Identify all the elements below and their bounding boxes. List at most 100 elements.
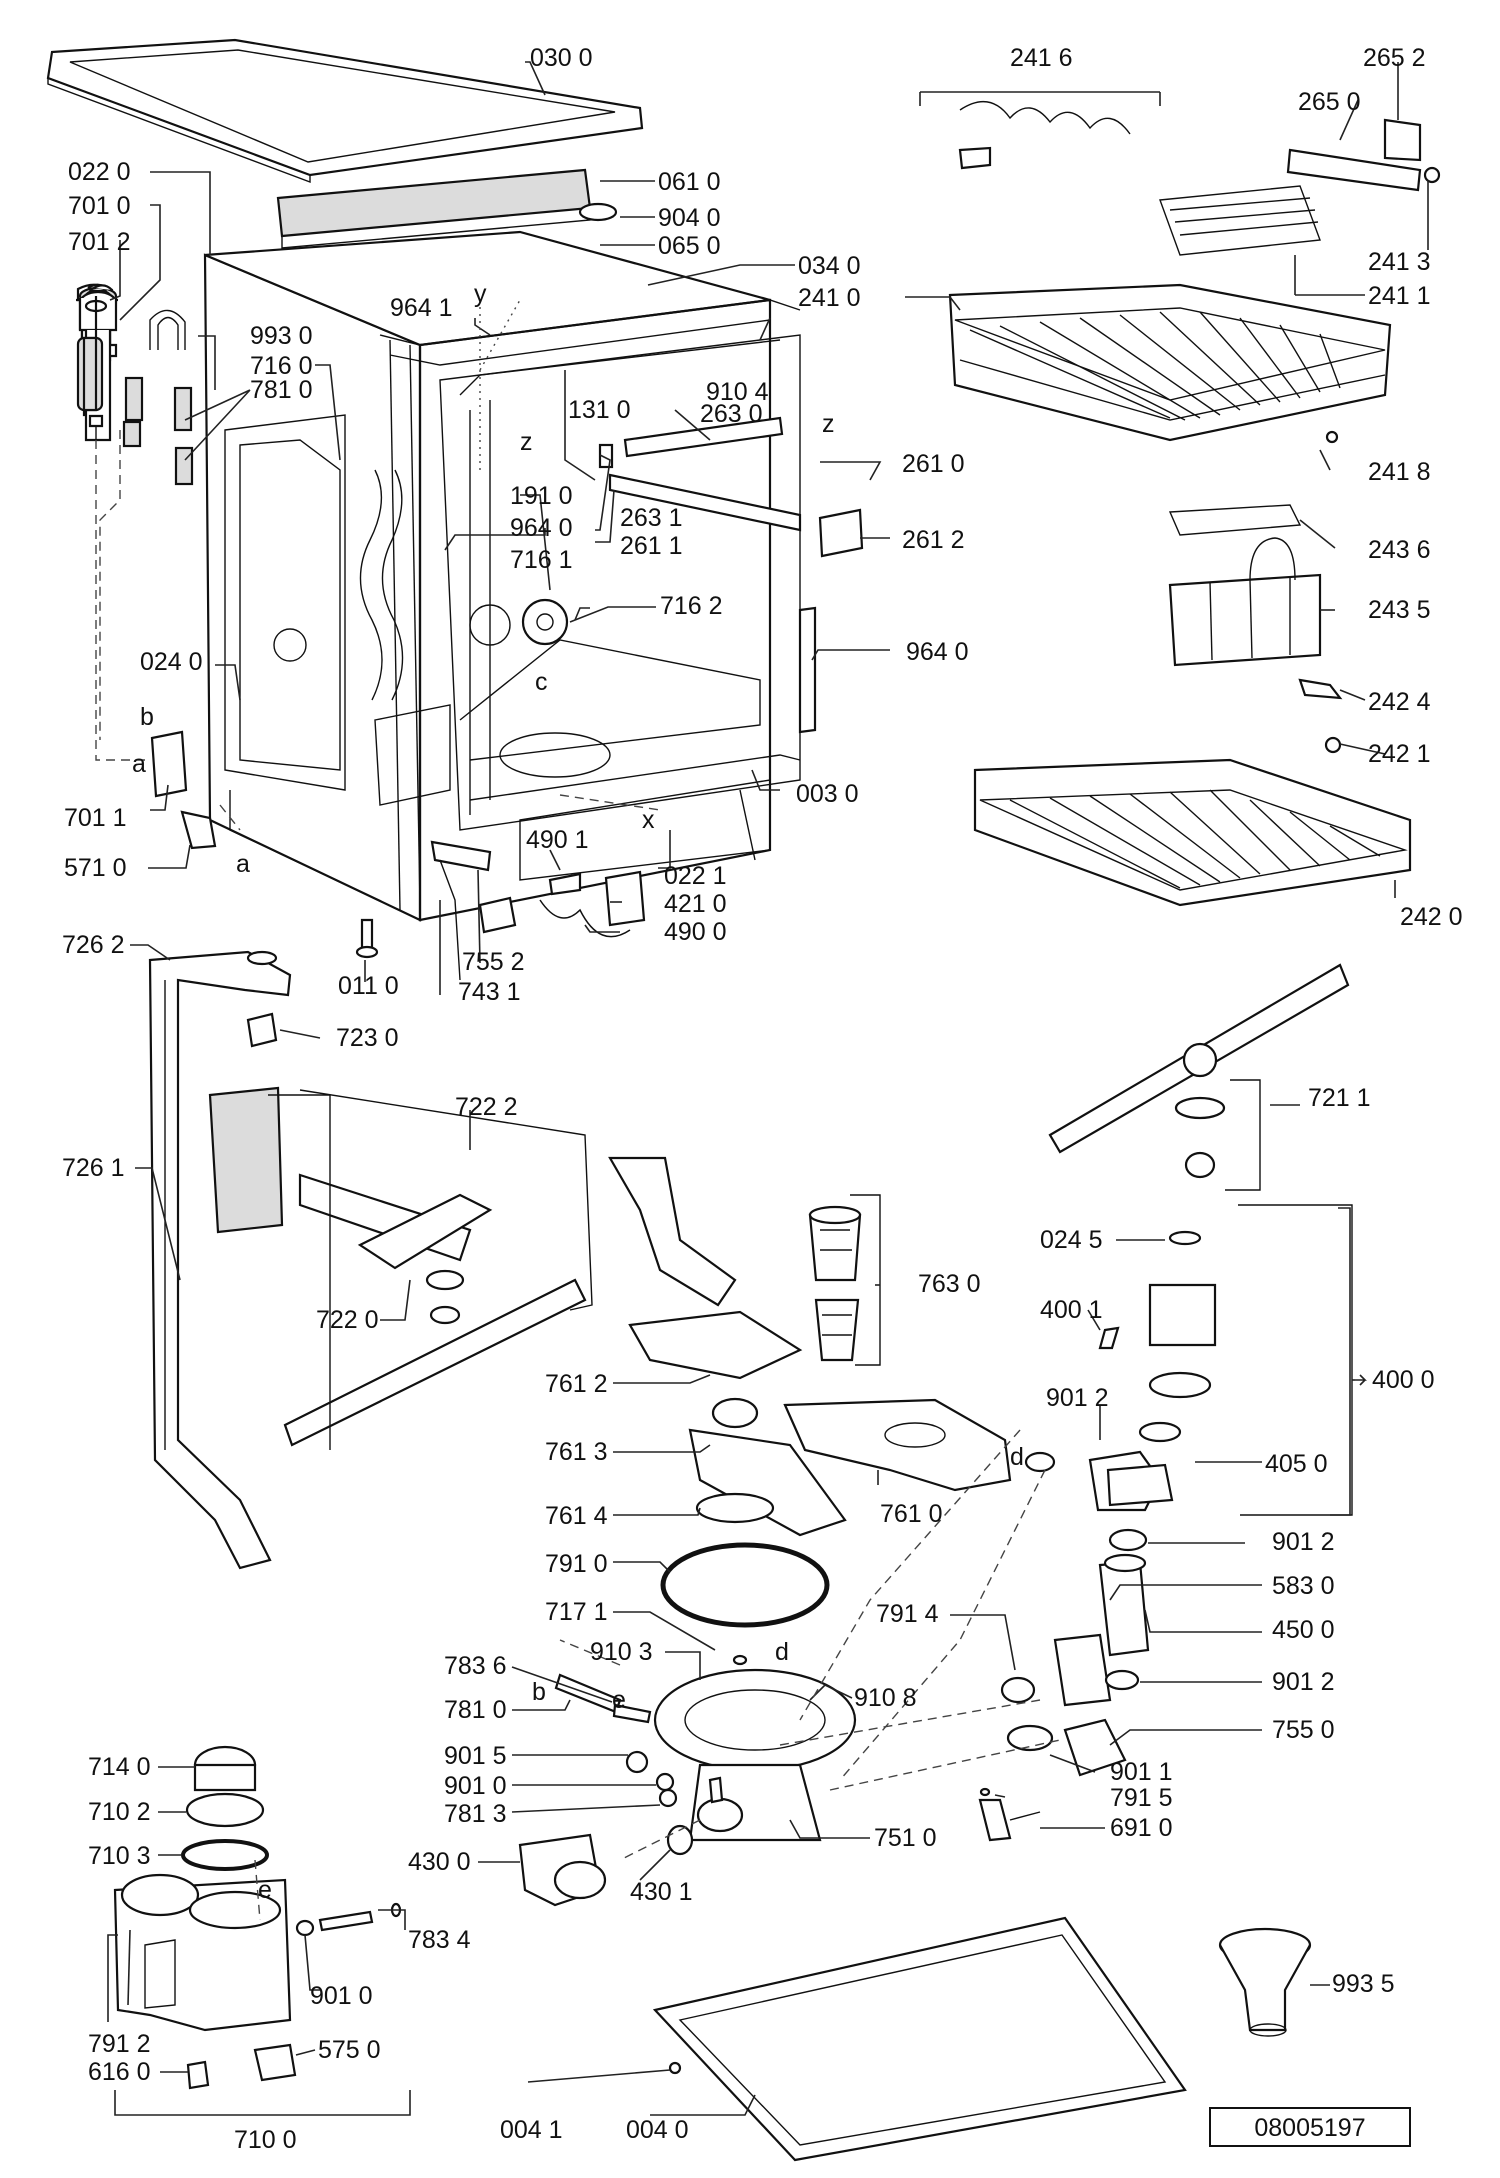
- label-722-2: 722 2: [455, 1093, 518, 1121]
- salt-funnel: [1218, 1927, 1312, 2037]
- label-964-0-b: 964 0: [906, 638, 969, 666]
- dashed-guides: [219, 299, 1061, 1921]
- label-783-4: 783 4: [408, 1926, 471, 1954]
- label-910-8: 910 8: [854, 1684, 917, 1712]
- label-263-1: 263 1: [620, 504, 683, 532]
- label-265-2: 265 2: [1363, 44, 1426, 72]
- marker-d-2: d: [775, 1638, 789, 1666]
- insulation-strip: [276, 168, 592, 249]
- callout-labels: 030 0 241 6 265 2 265 0 022 0 061 0 701 …: [62, 44, 1463, 2154]
- label-263-0: 263 0: [700, 400, 763, 428]
- label-901-0-a: 901 0: [444, 1772, 507, 1800]
- label-400-1: 400 1: [1040, 1296, 1103, 1324]
- label-701-0: 701 0: [68, 192, 131, 220]
- label-065-0: 065 0: [658, 232, 721, 260]
- plug-616: [186, 2060, 210, 2090]
- water-feed-center: [608, 1156, 737, 1307]
- mains-plug: [478, 896, 517, 934]
- label-791-5: 791 5: [1110, 1784, 1173, 1812]
- inlet-valve-lip: [93, 284, 113, 291]
- label-781-3: 781 3: [444, 1800, 507, 1828]
- switch-490-1: [548, 872, 582, 896]
- label-450-0: 450 0: [1272, 1616, 1335, 1644]
- label-583-0: 583 0: [1272, 1572, 1335, 1600]
- label-261-1: 261 1: [620, 532, 683, 560]
- lower-spray-arm: [283, 1278, 587, 1447]
- support-242-4: [1298, 678, 1343, 700]
- foot-base: [355, 945, 379, 959]
- sump-assembly: [653, 1668, 857, 1842]
- label-714-0: 714 0: [88, 1753, 151, 1781]
- label-964-0-a: 964 0: [510, 514, 573, 542]
- label-781-0: 781 0: [250, 376, 313, 404]
- screw-004-1: [668, 2061, 682, 2075]
- label-904-0: 904 0: [658, 204, 721, 232]
- cap-part: [578, 202, 618, 222]
- label-243-6: 243 6: [1368, 536, 1431, 564]
- hose-assembly: [122, 309, 194, 486]
- adjuster-clip: [1383, 118, 1422, 162]
- label-761-3: 761 3: [545, 1438, 608, 1466]
- marker-e-2: e: [258, 1876, 272, 1904]
- spray-arm-761-2: [628, 1310, 803, 1380]
- label-241-3: 241 3: [1368, 248, 1431, 276]
- label-901-1: 901 1: [1110, 1758, 1173, 1786]
- label-242-1: 242 1: [1368, 740, 1431, 768]
- label-716-0: 716 0: [250, 352, 313, 380]
- hinge-bracket: [150, 730, 188, 798]
- label-575-0: 575 0: [318, 2036, 381, 2064]
- marker-d-1: d: [1010, 1443, 1024, 1471]
- label-030-0: 030 0: [530, 44, 593, 72]
- label-242-0: 242 0: [1400, 903, 1463, 931]
- sensor-783-6: [612, 1703, 652, 1724]
- label-241-6: 241 6: [1010, 44, 1073, 72]
- basket-adjuster: [1286, 148, 1422, 192]
- bracket-721: [1225, 1079, 1261, 1191]
- mains-cable: [539, 899, 631, 938]
- label-761-4: 761 4: [545, 1502, 608, 1530]
- basket-rail: [959, 101, 1131, 135]
- hose-top: [1103, 1553, 1147, 1573]
- label-901-2-b: 901 2: [1272, 1528, 1335, 1556]
- label-022-0: 022 0: [68, 158, 131, 186]
- arm-plate-761-3: [688, 1428, 847, 1537]
- marker-z-2: z: [822, 410, 835, 438]
- valve-717-1: [732, 1654, 748, 1666]
- label-261-0: 261 0: [902, 450, 965, 478]
- label-910-4: 910 4: [706, 378, 769, 406]
- basket-stopper: [1325, 430, 1339, 444]
- label-421-0: 421 0: [664, 890, 727, 918]
- elbow-755: [1063, 1718, 1127, 1777]
- seal-901-0b: [295, 1919, 315, 1937]
- upper-basket: [948, 283, 1392, 442]
- lower-basket: [973, 758, 1412, 907]
- sensor-691: [978, 1798, 1012, 1842]
- drain-pump-assembly: [1024, 1230, 1217, 1512]
- label-901-2-a: 901 2: [1046, 1384, 1109, 1412]
- marker-a-2: a: [236, 850, 250, 878]
- label-024-5: 024 5: [1040, 1226, 1103, 1254]
- label-993-5: 993 5: [1332, 1970, 1395, 1998]
- arm-hub-761-3: [711, 1397, 759, 1429]
- gasket-strip: [798, 606, 817, 734]
- label-791-4: 791 4: [876, 1600, 939, 1628]
- label-571-0: 571 0: [64, 854, 127, 882]
- label-901-5: 901 5: [444, 1742, 507, 1770]
- water-feed-pipe: [148, 950, 292, 1570]
- label-717-1: 717 1: [545, 1598, 608, 1626]
- label-710-2: 710 2: [88, 1798, 151, 1826]
- connector-583: [1053, 1633, 1112, 1707]
- label-755-2: 755 2: [462, 948, 525, 976]
- reference-number: 08005197: [1254, 2114, 1365, 2142]
- label-723-0: 723 0: [336, 1024, 399, 1052]
- cabinet-body: [203, 230, 801, 922]
- arm-hub: [357, 1193, 493, 1270]
- seal-901-5: [625, 1750, 649, 1774]
- label-761-0: 761 0: [880, 1500, 943, 1528]
- marker-b-1: b: [140, 703, 154, 731]
- label-004-1: 004 1: [500, 2116, 563, 2144]
- label-490-1: 490 1: [526, 826, 589, 854]
- label-003-0: 003 0: [796, 780, 859, 808]
- filter-hole: [884, 1422, 946, 1448]
- label-743-1: 743 1: [458, 978, 521, 1006]
